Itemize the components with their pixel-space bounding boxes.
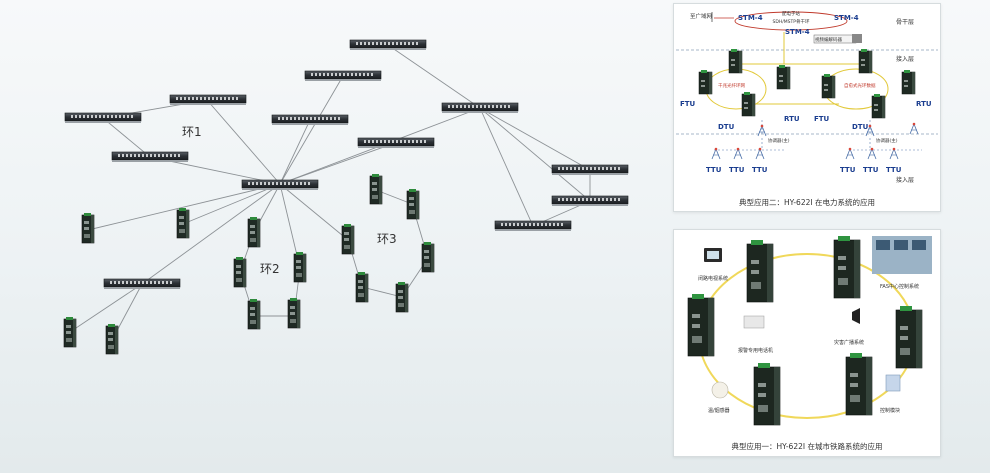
- sdh-ring-label: SDH/MSTP骨干环: [773, 19, 810, 25]
- urban-rail-diagram: 闭路电视系统 FAS中心控制系统 报警专用电话机 灾害广播系统 温/烟感器 控制…: [687, 235, 932, 426]
- alarm-phone-label: 报警专用电话机: [738, 347, 773, 354]
- industrial-switch: [293, 251, 307, 283]
- stm-left-label: STM-4: [738, 14, 763, 22]
- industrial-switch: [369, 173, 383, 205]
- switch-ring1-bottom: [111, 151, 189, 163]
- industrial-switch: [81, 212, 95, 244]
- fiber-ring-left-label: 千兆光纤环网: [718, 82, 745, 89]
- coordinator-left-label: 协调器(主): [768, 137, 790, 144]
- network-topology-diagram: 环1 环2 环3: [63, 39, 629, 355]
- access-layer-label-bottom: 接入层: [896, 176, 914, 184]
- industrial-switch: [406, 188, 420, 220]
- coordinator-right-label: 协调器(主): [876, 137, 898, 144]
- rtu-left-label: RTU: [784, 115, 800, 123]
- switch-far-right-1: [551, 164, 629, 176]
- smoke-sensor-label: 温/烟感器: [708, 407, 730, 414]
- broadcast-label: 灾害广播系统: [834, 339, 864, 346]
- cctv-label: 闭路电视系统: [698, 275, 728, 282]
- switch-far-right-3: [494, 220, 572, 232]
- dtu-left-label: DTU: [718, 123, 735, 131]
- industrial-switch: [341, 223, 355, 255]
- industrial-switch: [287, 297, 301, 329]
- ttu-label: TTU: [886, 166, 902, 174]
- ftu-mid-label: FTU: [814, 115, 830, 123]
- switch-upper-mid: [304, 70, 382, 82]
- switch-top: [349, 39, 427, 51]
- power-system-application-panel: 至广域网 STM-4 STM-4 STM-4 配电子站 SDH/MSTP骨干环 …: [673, 3, 941, 212]
- access-layer-label: 接入层: [896, 55, 914, 63]
- ttu-label: TTU: [706, 166, 722, 174]
- ring2-label: 环2: [260, 262, 280, 276]
- industrial-switch: [63, 316, 77, 348]
- urban-rail-application-panel: 闭路电视系统 FAS中心控制系统 报警专用电话机 灾害广播系统 温/烟感器 控制…: [673, 229, 941, 457]
- rtu-right-label: RTU: [916, 100, 932, 108]
- backbone-layer-label: 骨干层: [896, 19, 914, 26]
- ttu-label: TTU: [729, 166, 745, 174]
- dtu-right-label: DTU: [852, 123, 869, 131]
- control-module-label: 控制模块: [880, 407, 900, 414]
- stm-center-label: STM-4: [785, 28, 810, 36]
- dispatch-label: 配电子站: [782, 10, 800, 17]
- ttu-label: TTU: [752, 166, 768, 174]
- power-panel-caption: 典型应用二：HY-622I 在电力系统的应用: [739, 198, 875, 207]
- switch-far-right-2: [551, 195, 629, 207]
- fas-label: FAS中心控制系统: [880, 283, 919, 290]
- to-wan-label: 至广域网: [690, 12, 713, 20]
- switch-mid: [271, 114, 349, 126]
- fiber-ring-right-label: 自愈式光环数据: [844, 82, 876, 89]
- rail-panel-caption: 典型应用一：HY-622I 在城市铁路系统的应用: [731, 442, 883, 451]
- industrial-switch: [105, 323, 119, 355]
- industrial-switch: [421, 241, 435, 273]
- switch-right-hub: [441, 102, 519, 114]
- switch-lower-left: [103, 278, 181, 290]
- industrial-switch: [395, 281, 409, 313]
- ring3-label: 环3: [377, 232, 397, 246]
- switch-ring1-left: [64, 112, 142, 124]
- ttu-label: TTU: [863, 166, 879, 174]
- industrial-switch: [176, 207, 190, 239]
- switch-center-right: [357, 137, 435, 149]
- switch-ring1-top: [169, 94, 247, 106]
- industrial-switch: [247, 298, 261, 330]
- ftu-left-label: FTU: [680, 100, 696, 108]
- industrial-switch: [233, 256, 247, 288]
- ring1-label: 环1: [182, 125, 202, 139]
- switch-core: [241, 179, 319, 191]
- ttu-label: TTU: [840, 166, 856, 174]
- industrial-switch: [355, 271, 369, 303]
- video-codec-label: 视频编解码器: [815, 36, 842, 43]
- stm-right-label: STM-4: [834, 14, 859, 22]
- industrial-switch: [247, 216, 261, 248]
- power-system-diagram: 至广域网 STM-4 STM-4 STM-4 配电子站 SDH/MSTP骨干环 …: [676, 10, 938, 184]
